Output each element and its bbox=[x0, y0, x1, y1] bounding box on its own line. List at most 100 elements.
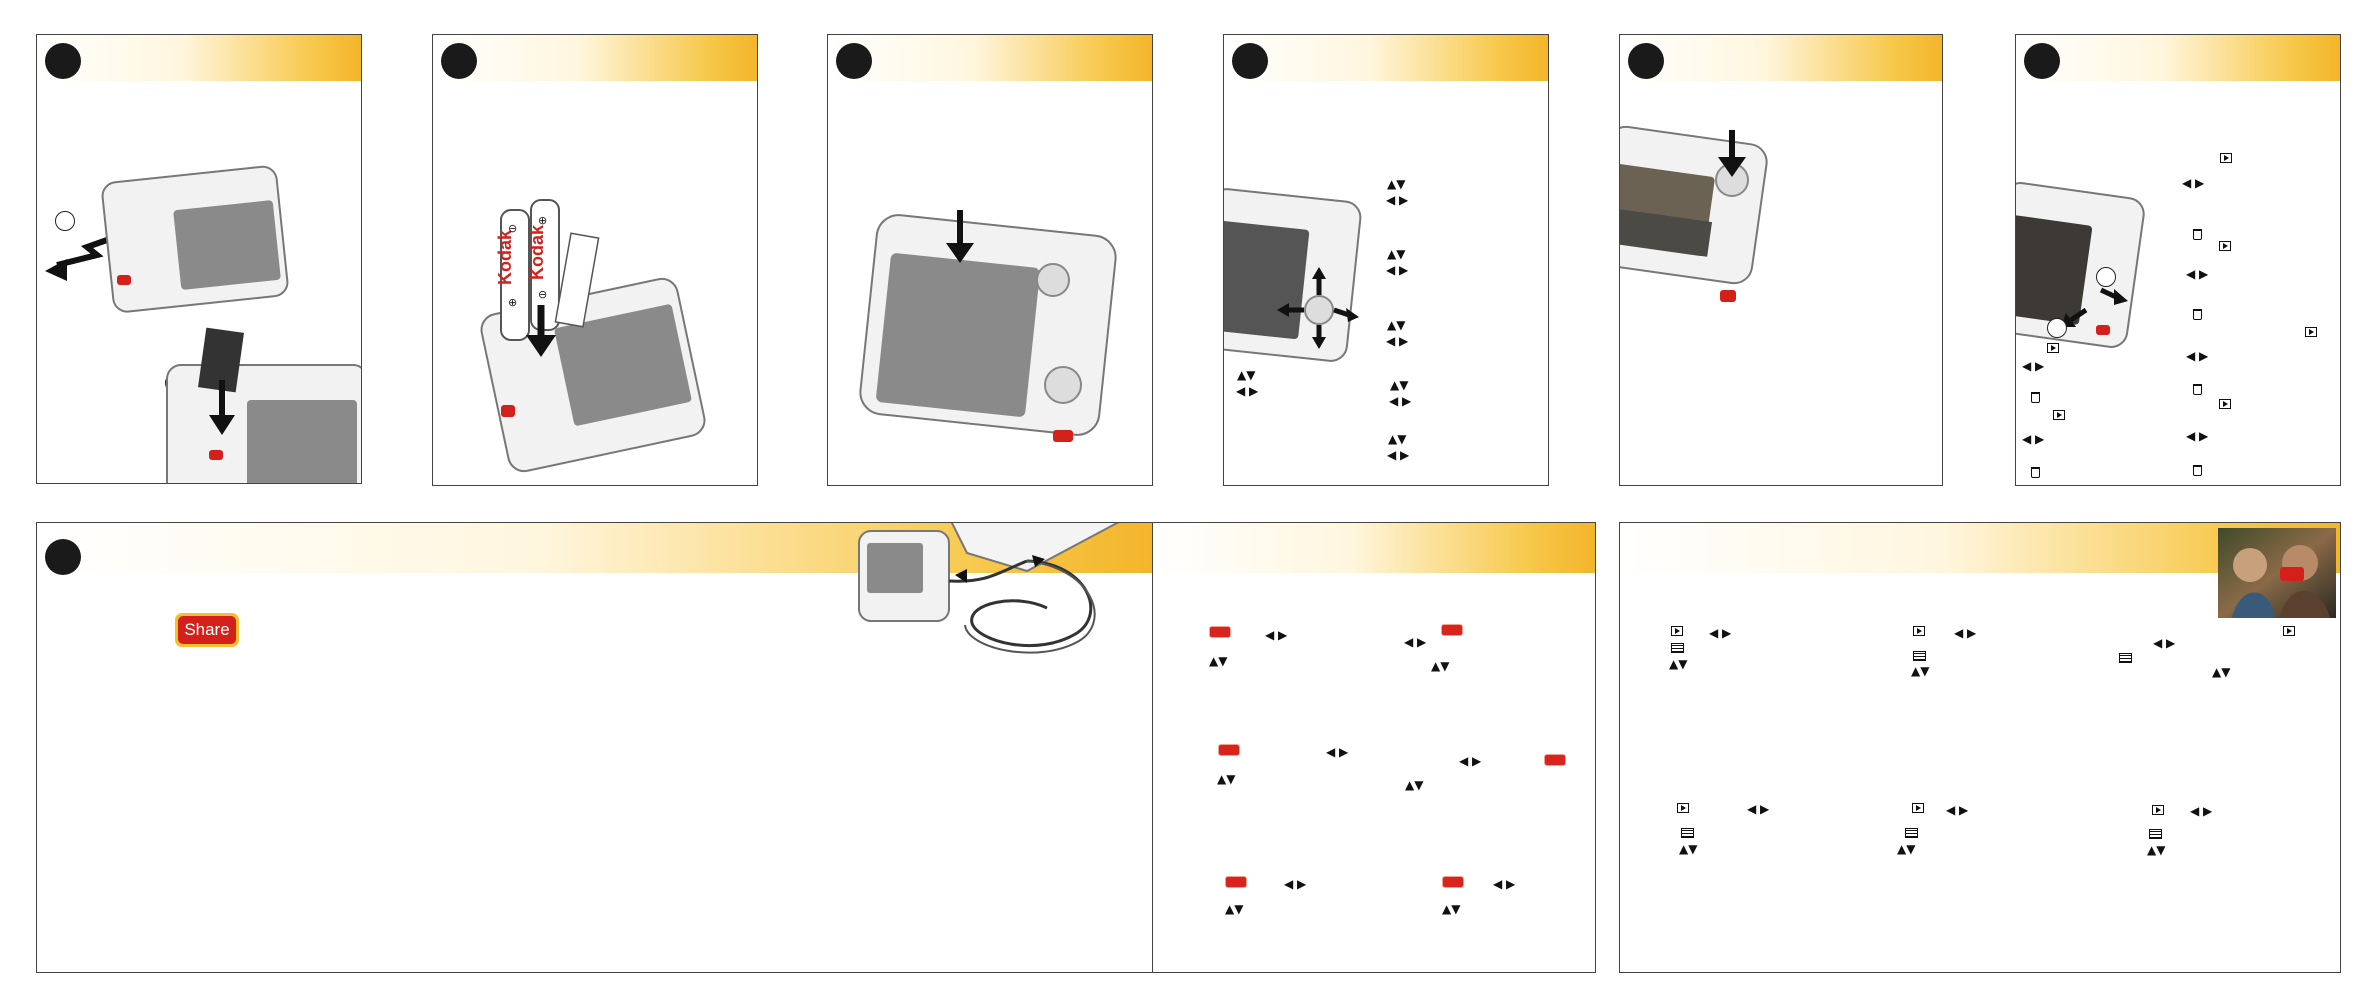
share-transfer-panel: Share bbox=[36, 522, 1154, 973]
step-number-badge bbox=[441, 43, 477, 79]
photo-thumbnail bbox=[2218, 528, 2336, 618]
share-button[interactable]: Share bbox=[175, 613, 239, 647]
share-icon bbox=[1209, 626, 1231, 638]
camera-usb-cable-illustration bbox=[858, 523, 1120, 654]
battery-minus-symbol: ⊖ bbox=[508, 222, 518, 235]
up-down-arrows: ▲▼ bbox=[1237, 368, 1256, 382]
step-panel-4-navigation: ▲▼ ◀ ▶ ▲▼ ◀ ▶ ▲▼ ◀ ▶ ▲▼ ◀ ▶ ▲▼ ◀ ▶ ▲▼ ◀ … bbox=[1223, 34, 1549, 486]
up-down-arrows: ▲▼ bbox=[2212, 665, 2231, 679]
battery-plus-symbol: ⊕ bbox=[508, 296, 518, 309]
up-down-arrows: ▲▼ bbox=[1225, 902, 1244, 916]
play-icon bbox=[2047, 343, 2059, 353]
up-down-arrows: ▲▼ bbox=[1405, 778, 1424, 792]
step-panel-6-review-delete: ◀ ▶ ◀ ▶ ◀ ▶ ◀ ▶ ◀ ▶ ◀ ▶ bbox=[2015, 34, 2341, 486]
step-panel-1-insert-card bbox=[36, 34, 362, 484]
play-icon bbox=[1671, 626, 1683, 636]
left-right-arrows: ◀ ▶ bbox=[1236, 384, 1259, 398]
share-icon bbox=[1441, 624, 1463, 636]
panel-header-band bbox=[433, 35, 757, 81]
up-down-arrows: ▲▼ bbox=[1388, 432, 1407, 446]
trash-icon bbox=[2193, 229, 2202, 240]
up-down-arrows: ▲▼ bbox=[1897, 842, 1916, 856]
battery-brand-label: Kodak bbox=[527, 224, 547, 280]
share-icon bbox=[1442, 876, 1464, 888]
step-number-badge bbox=[2024, 43, 2060, 79]
up-down-arrows: ▲▼ bbox=[1442, 902, 1461, 916]
camera-controls-illustration bbox=[1224, 188, 1362, 362]
step-panel-2-insert-batteries: Kodak Kodak ⊖ ⊕ ⊕ ⊖ bbox=[432, 34, 758, 486]
up-down-arrows: ▲▼ bbox=[1387, 177, 1406, 191]
trash-icon bbox=[2031, 392, 2040, 403]
battery-minus-symbol: ⊖ bbox=[538, 288, 548, 301]
play-icon bbox=[2053, 410, 2065, 420]
up-down-arrows: ▲▼ bbox=[1217, 772, 1236, 786]
up-down-arrows: ▲▼ bbox=[1431, 659, 1450, 673]
left-right-arrows: ◀ ▶ bbox=[2022, 432, 2045, 446]
left-right-arrows: ◀ ▶ bbox=[1747, 802, 1770, 816]
camera-review-illustration bbox=[2016, 182, 2145, 348]
menu-icon bbox=[2119, 653, 2132, 663]
share-icon bbox=[1544, 754, 1566, 766]
play-icon bbox=[2219, 399, 2231, 409]
battery-plus-symbol: ⊕ bbox=[538, 214, 548, 227]
left-right-arrows: ◀ ▶ bbox=[1386, 263, 1409, 277]
play-icon bbox=[2152, 805, 2164, 815]
battery-brand-label: Kodak bbox=[495, 229, 515, 285]
menu-icon bbox=[2149, 829, 2162, 839]
panel-header-band bbox=[1224, 35, 1548, 81]
step-number-badge bbox=[836, 43, 872, 79]
up-down-arrows: ▲▼ bbox=[1390, 378, 1409, 392]
left-right-arrows: ◀ ▶ bbox=[1493, 877, 1516, 891]
up-down-arrows: ▲▼ bbox=[1911, 664, 1930, 678]
left-right-arrows: ◀ ▶ bbox=[2186, 429, 2209, 443]
left-right-arrows: ◀ ▶ bbox=[2182, 176, 2205, 190]
trash-icon bbox=[2193, 384, 2202, 395]
left-right-arrows: ◀ ▶ bbox=[1265, 628, 1288, 642]
left-right-arrows: ◀ ▶ bbox=[2186, 267, 2209, 281]
left-right-arrows: ◀ ▶ bbox=[2022, 359, 2045, 373]
panel-header-band bbox=[1620, 35, 1942, 81]
panel-header-band bbox=[37, 35, 361, 81]
menu-icon bbox=[1671, 643, 1684, 653]
share-icon bbox=[1225, 876, 1247, 888]
play-icon bbox=[1677, 803, 1689, 813]
up-down-arrows: ▲▼ bbox=[2147, 843, 2166, 857]
play-icon bbox=[1913, 626, 1925, 636]
trash-icon bbox=[2193, 465, 2202, 476]
play-icon bbox=[1912, 803, 1924, 813]
panel-header-band bbox=[2016, 35, 2340, 81]
left-right-arrows: ◀ ▶ bbox=[1709, 626, 1732, 640]
callout-circle bbox=[55, 211, 75, 231]
share-button-label: Share bbox=[178, 616, 236, 644]
left-right-arrows: ◀ ▶ bbox=[2190, 804, 2213, 818]
trash-icon bbox=[2031, 467, 2040, 478]
step-number-badge bbox=[1628, 43, 1664, 79]
up-down-arrows: ▲▼ bbox=[1387, 318, 1406, 332]
menu-icon bbox=[1913, 651, 1926, 661]
menu-icon bbox=[1905, 828, 1918, 838]
play-icon bbox=[2305, 327, 2317, 337]
up-down-arrows: ▲▼ bbox=[1669, 657, 1688, 671]
step-panel-3-power-on bbox=[827, 34, 1153, 486]
callout-circle bbox=[2096, 267, 2116, 287]
share-settings-panel: ◀ ▶ ▲▼ ◀ ▶ ▲▼ ◀ ▶ ▲▼ ◀ ▶ ▲▼ ◀ ▶ ▲▼ ◀ ▶ ▲… bbox=[1152, 522, 1596, 973]
review-menu-panel: ◀ ▶ ▲▼ ◀ ▶ ▲▼ ◀ ▶ ▲▼ ◀ ▶ ▲▼ ◀ ▶ ▲▼ ◀ ▶ ▲… bbox=[1619, 522, 2341, 973]
up-down-arrows: ▲▼ bbox=[1679, 842, 1698, 856]
play-icon bbox=[2220, 153, 2232, 163]
camera-shutter-illustration bbox=[1620, 125, 1768, 302]
left-right-arrows: ◀ ▶ bbox=[1946, 803, 1969, 817]
left-right-arrows: ◀ ▶ bbox=[1389, 394, 1412, 408]
panel-header-band bbox=[828, 35, 1152, 81]
left-right-arrows: ◀ ▶ bbox=[1386, 334, 1409, 348]
play-icon bbox=[2283, 626, 2295, 636]
step-panel-5-take-picture bbox=[1619, 34, 1943, 486]
callout-circle bbox=[2047, 318, 2067, 338]
left-right-arrows: ◀ ▶ bbox=[1404, 635, 1427, 649]
left-right-arrows: ◀ ▶ bbox=[1387, 448, 1410, 462]
trash-icon bbox=[2193, 309, 2202, 320]
up-down-arrows: ▲▼ bbox=[1209, 654, 1228, 668]
left-right-arrows: ◀ ▶ bbox=[2186, 349, 2209, 363]
camera-battery-illustration bbox=[480, 199, 706, 473]
panel-header-band bbox=[1153, 523, 1595, 573]
left-right-arrows: ◀ ▶ bbox=[1326, 745, 1349, 759]
